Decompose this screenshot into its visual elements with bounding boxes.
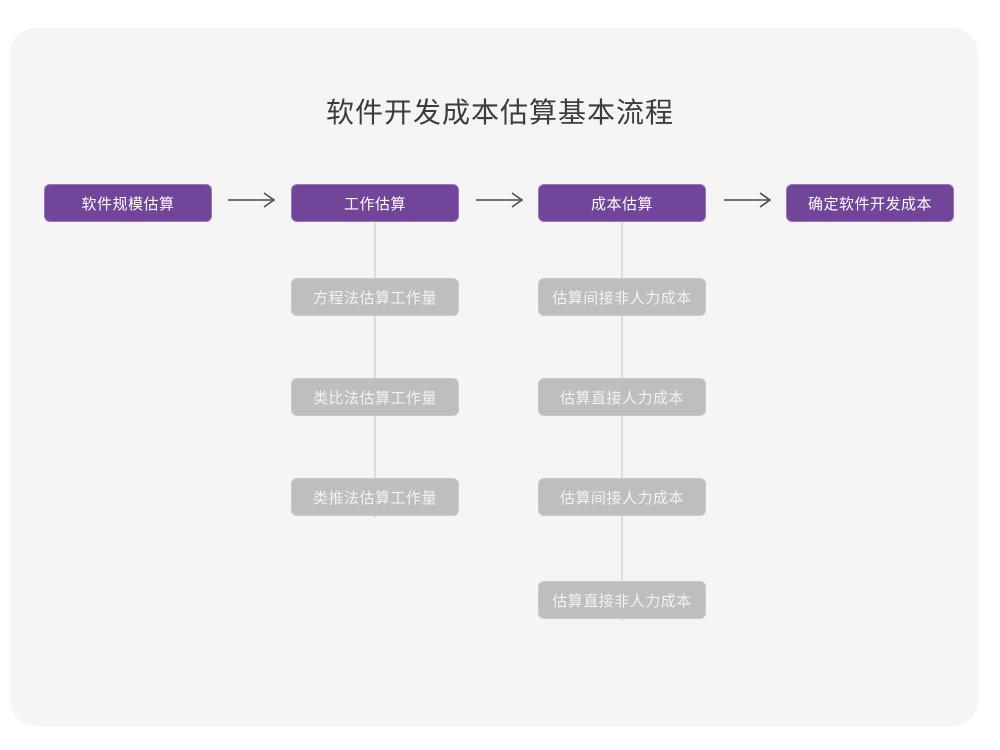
branch-connector-left [374, 218, 376, 518]
arrow-1-icon [228, 189, 280, 211]
branch-node-extrapolation-method-effort[interactable]: 类推法估算工作量 [291, 478, 459, 516]
branch-connector-right [621, 218, 623, 621]
branch-node-equation-method-effort[interactable]: 方程法估算工作量 [291, 278, 459, 316]
branch-node-label: 估算直接非人力成本 [552, 592, 692, 610]
step-node-effort-estimation[interactable]: 工作估算 [291, 184, 459, 222]
arrow-3-icon [724, 189, 776, 211]
page-title: 软件开发成本估算基本流程 [325, 97, 674, 128]
branch-node-indirect-labor-cost[interactable]: 估算间接人力成本 [538, 478, 706, 516]
branch-node-label: 估算间接非人力成本 [552, 289, 692, 307]
step-node-software-scale-estimation[interactable]: 软件规模估算 [44, 184, 212, 222]
step-node-label: 工作估算 [343, 195, 406, 213]
branch-node-label: 类比法估算工作量 [312, 389, 437, 407]
step-node-label: 软件规模估算 [81, 195, 175, 213]
branch-node-direct-labor-cost[interactable]: 估算直接人力成本 [538, 378, 706, 416]
step-node-determine-development-cost[interactable]: 确定软件开发成本 [786, 184, 954, 222]
content-card [10, 28, 978, 726]
branch-node-label: 方程法估算工作量 [312, 289, 437, 307]
branch-node-analogy-method-effort[interactable]: 类比法估算工作量 [291, 378, 459, 416]
branch-node-label: 估算间接人力成本 [559, 489, 684, 507]
step-node-cost-estimation[interactable]: 成本估算 [538, 184, 706, 222]
step-node-label: 成本估算 [590, 195, 653, 213]
branch-node-indirect-nonlabor-cost[interactable]: 估算间接非人力成本 [538, 278, 706, 316]
branch-node-label: 估算直接人力成本 [559, 389, 684, 407]
branch-node-label: 类推法估算工作量 [312, 489, 437, 507]
arrow-2-icon [476, 189, 528, 211]
step-node-label: 确定软件开发成本 [807, 195, 932, 213]
branch-node-direct-nonlabor-cost[interactable]: 估算直接非人力成本 [538, 581, 706, 619]
